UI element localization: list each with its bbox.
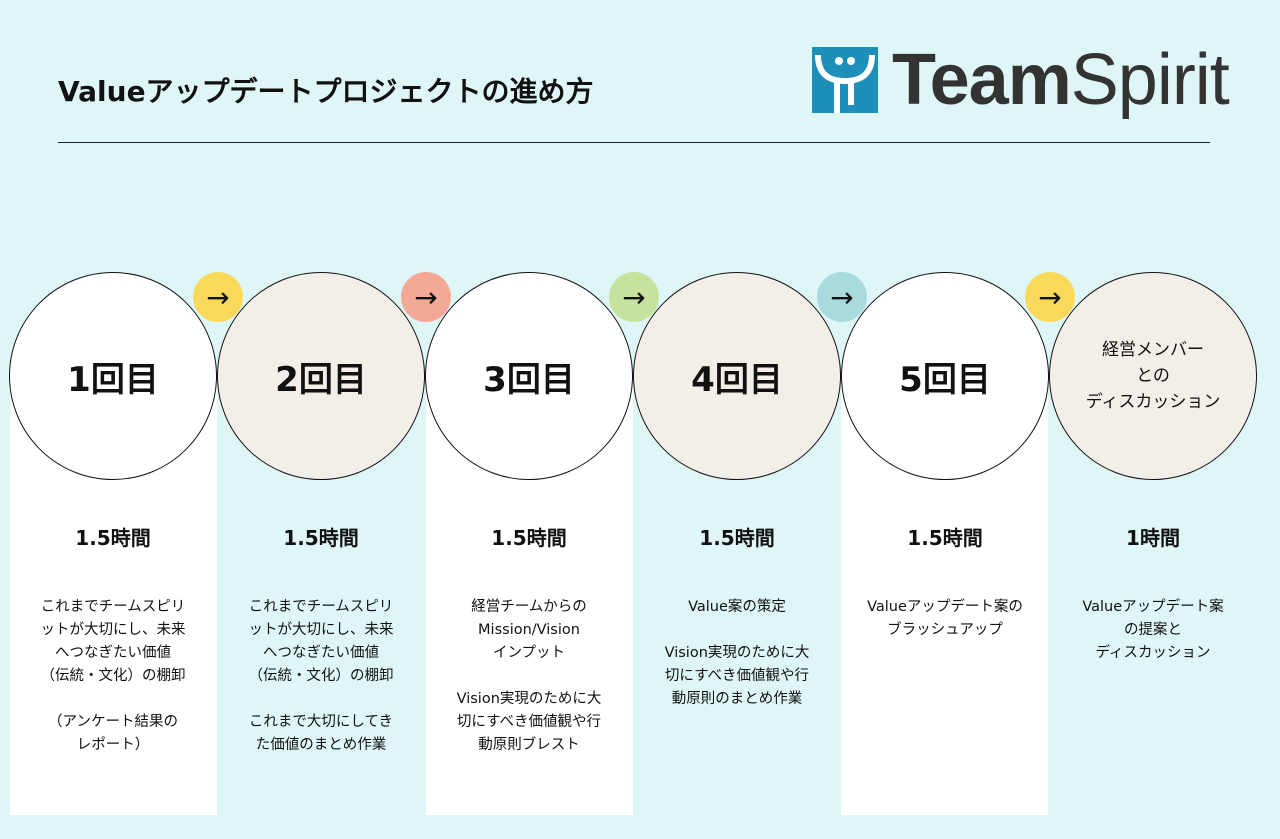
step-circle-1: 1回目 — [9, 272, 217, 480]
step-duration: 1.5時間 — [75, 526, 151, 550]
arrow-right-icon: → — [609, 272, 659, 322]
step-label: 2回目 — [275, 359, 367, 400]
step-duration: 1.5時間 — [907, 526, 983, 550]
step-circle-5: 5回目 — [841, 272, 1049, 480]
step-duration: 1.5時間 — [491, 526, 567, 550]
title-divider — [58, 142, 1210, 143]
step-label: 3回目 — [483, 359, 575, 400]
page-title: Valueアップデートプロジェクトの進め方 — [58, 75, 594, 108]
step-label: 1回目 — [67, 359, 159, 400]
arrow-right-icon: → — [817, 272, 867, 322]
logo-text-team: Team — [892, 40, 1072, 120]
step-description: Value案の策定 Vision実現のために大 切にすべき価値観や行 動原則のま… — [664, 599, 810, 707]
step-label: 4回目 — [691, 359, 783, 400]
step-description: 経営チームからの Mission/Vision インプット Vision実現のた… — [456, 599, 602, 753]
step-circle-6: 経営メンバー との ディスカッション — [1049, 272, 1257, 480]
step-circle-4: 4回目 — [633, 272, 841, 480]
step-duration: 1.5時間 — [283, 526, 359, 550]
arrow-right-icon: → — [193, 272, 243, 322]
step-description: Valueアップデート案の ブラッシュアップ — [867, 599, 1023, 638]
step-duration: 1時間 — [1126, 526, 1180, 550]
step-label: 経営メンバー との ディスカッション — [1085, 340, 1221, 412]
logo-text-spirit: Spirit — [1070, 40, 1230, 120]
arrow-right-icon: → — [1025, 272, 1075, 322]
logo-mark-icon — [812, 47, 878, 113]
step-circle-3: 3回目 — [425, 272, 633, 480]
teamspirit-logo: TeamSpirit — [812, 40, 1230, 120]
arrow-right-icon: → — [401, 272, 451, 322]
step-label: 5回目 — [899, 359, 991, 400]
step-duration: 1.5時間 — [699, 526, 775, 550]
step-circle-2: 2回目 — [217, 272, 425, 480]
step-description: これまでチームスピリ ットが大切にし、未来 へつなぎたい価値 （伝統・文化）の棚… — [248, 599, 394, 753]
step-description: Valueアップデート案 の提案と ディスカッション — [1082, 599, 1224, 661]
step-description: これまでチームスピリ ットが大切にし、未来 へつなぎたい価値 （伝統・文化）の棚… — [40, 599, 186, 753]
